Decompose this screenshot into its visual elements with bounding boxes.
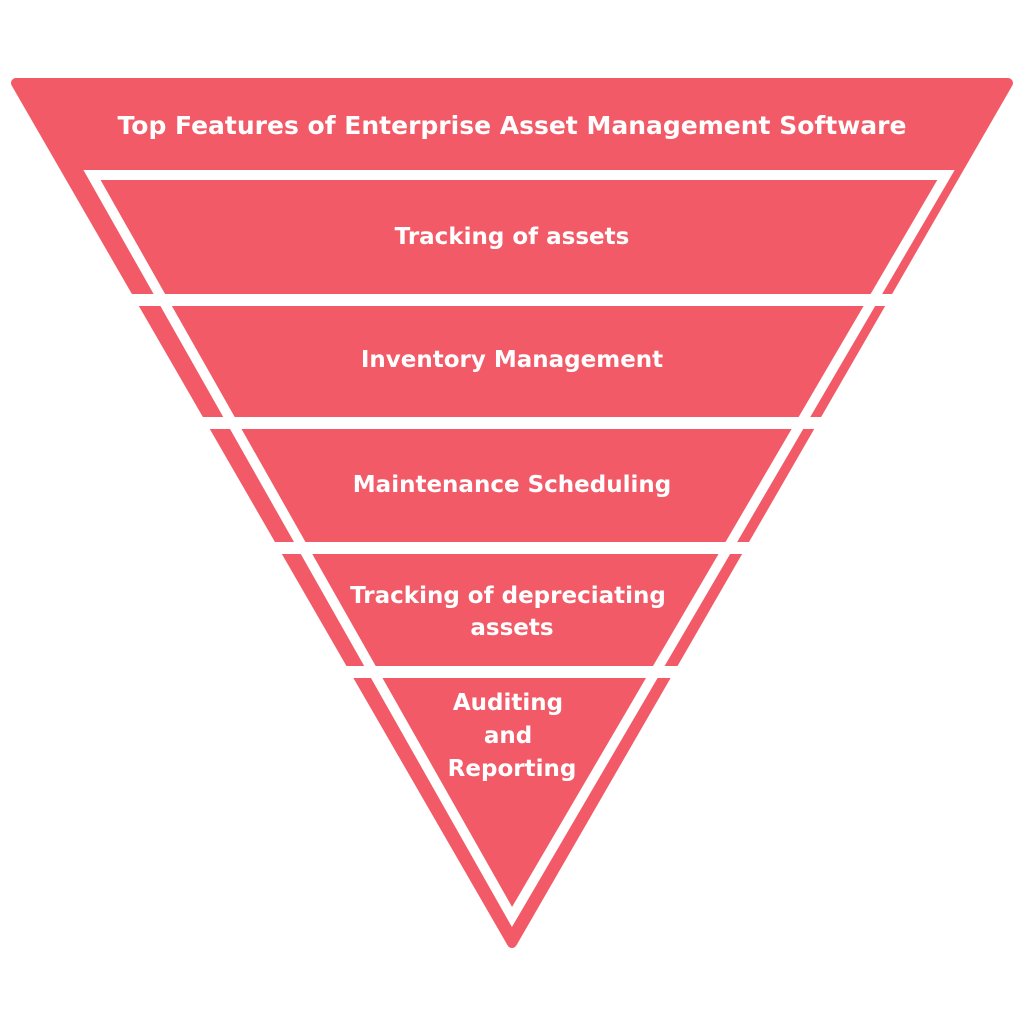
band-separator-2: [80, 417, 960, 429]
level-5-line-3: Reporting: [448, 756, 577, 782]
level-4-label: Tracking of depreciating assets: [350, 583, 674, 641]
level-5-label: Auditing and Reporting: [448, 690, 577, 782]
band-separator-1: [80, 294, 960, 306]
level-4-line-1: Tracking of depreciating: [350, 583, 666, 609]
level-1-label: Tracking of assets: [395, 224, 630, 250]
level-2-label: Inventory Management: [361, 347, 663, 373]
level-3-line-1: Maintenance Scheduling: [353, 472, 671, 498]
band-separator-3: [80, 542, 960, 554]
pyramid-outer-triangle: [11, 78, 1013, 948]
level-4-line-2: assets: [470, 615, 553, 641]
level-3-label: Maintenance Scheduling: [353, 472, 671, 498]
level-5-line-1: Auditing: [453, 690, 563, 716]
level-5-line-2: and: [484, 723, 532, 749]
band-separator-4: [80, 666, 960, 678]
pyramid-title: Top Features of Enterprise Asset Managem…: [118, 111, 907, 140]
level-1-line-1: Tracking of assets: [395, 224, 630, 250]
level-2-line-1: Inventory Management: [361, 347, 663, 373]
